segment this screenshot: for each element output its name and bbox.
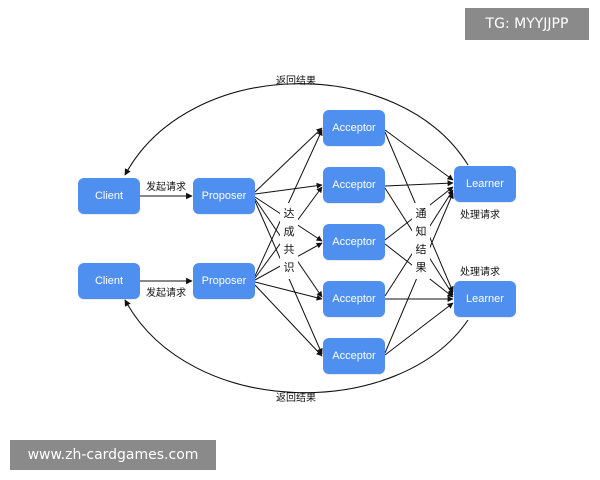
client-node-1: Client	[78, 178, 140, 214]
acceptor-node-1: Acceptor	[323, 110, 385, 146]
learner-node-2: Learner	[454, 281, 516, 317]
proposer-node-1: Proposer	[193, 178, 255, 214]
acceptor-node-5: Acceptor	[323, 338, 385, 374]
send-request-label-2: 发起请求	[146, 288, 186, 299]
edge-p1-a1	[254, 127, 323, 193]
notify-char-2: 知	[415, 225, 427, 238]
edge-a2-l1	[384, 180, 454, 187]
notify-char-1: 通	[415, 207, 427, 220]
proposer-node-2: Proposer	[193, 263, 255, 299]
edge-a1-l1	[384, 129, 454, 181]
edge-p1-a2	[254, 182, 323, 195]
edge-a5-l2	[384, 302, 454, 356]
acceptor-node-3: Acceptor	[323, 224, 385, 260]
consensus-char-4: 识	[283, 261, 295, 274]
website-watermark: www.zh-cardgames.com	[10, 440, 216, 470]
acceptor-node-2: Acceptor	[323, 167, 385, 203]
return-result-label-bottom: 返回结果	[276, 393, 316, 404]
return-result-label-top: 返回结果	[276, 76, 316, 87]
consensus-char-2: 成	[283, 225, 295, 238]
acceptor-node-4: Acceptor	[323, 281, 385, 317]
consensus-char-3: 共	[283, 243, 295, 256]
client-node-2: Client	[78, 263, 140, 299]
return-arc-bottom	[124, 299, 469, 394]
return-arc-top	[124, 83, 469, 176]
process-request-label-1: 处理请求	[460, 210, 500, 221]
notify-char-4: 果	[415, 261, 427, 274]
edge-p2-a4	[254, 281, 323, 301]
reach-consensus-label: 达 成 共 识	[280, 203, 298, 279]
learner-node-1: Learner	[454, 166, 516, 202]
notify-char-3: 结	[415, 243, 427, 256]
telegram-watermark: TG: MYYJJPP	[465, 8, 589, 40]
edge-p2-a5	[254, 284, 323, 357]
process-request-label-2: 处理请求	[460, 267, 500, 278]
consensus-char-1: 达	[283, 207, 295, 220]
notify-result-label: 通 知 结 果	[412, 203, 430, 279]
send-request-label-1: 发起请求	[146, 182, 186, 193]
